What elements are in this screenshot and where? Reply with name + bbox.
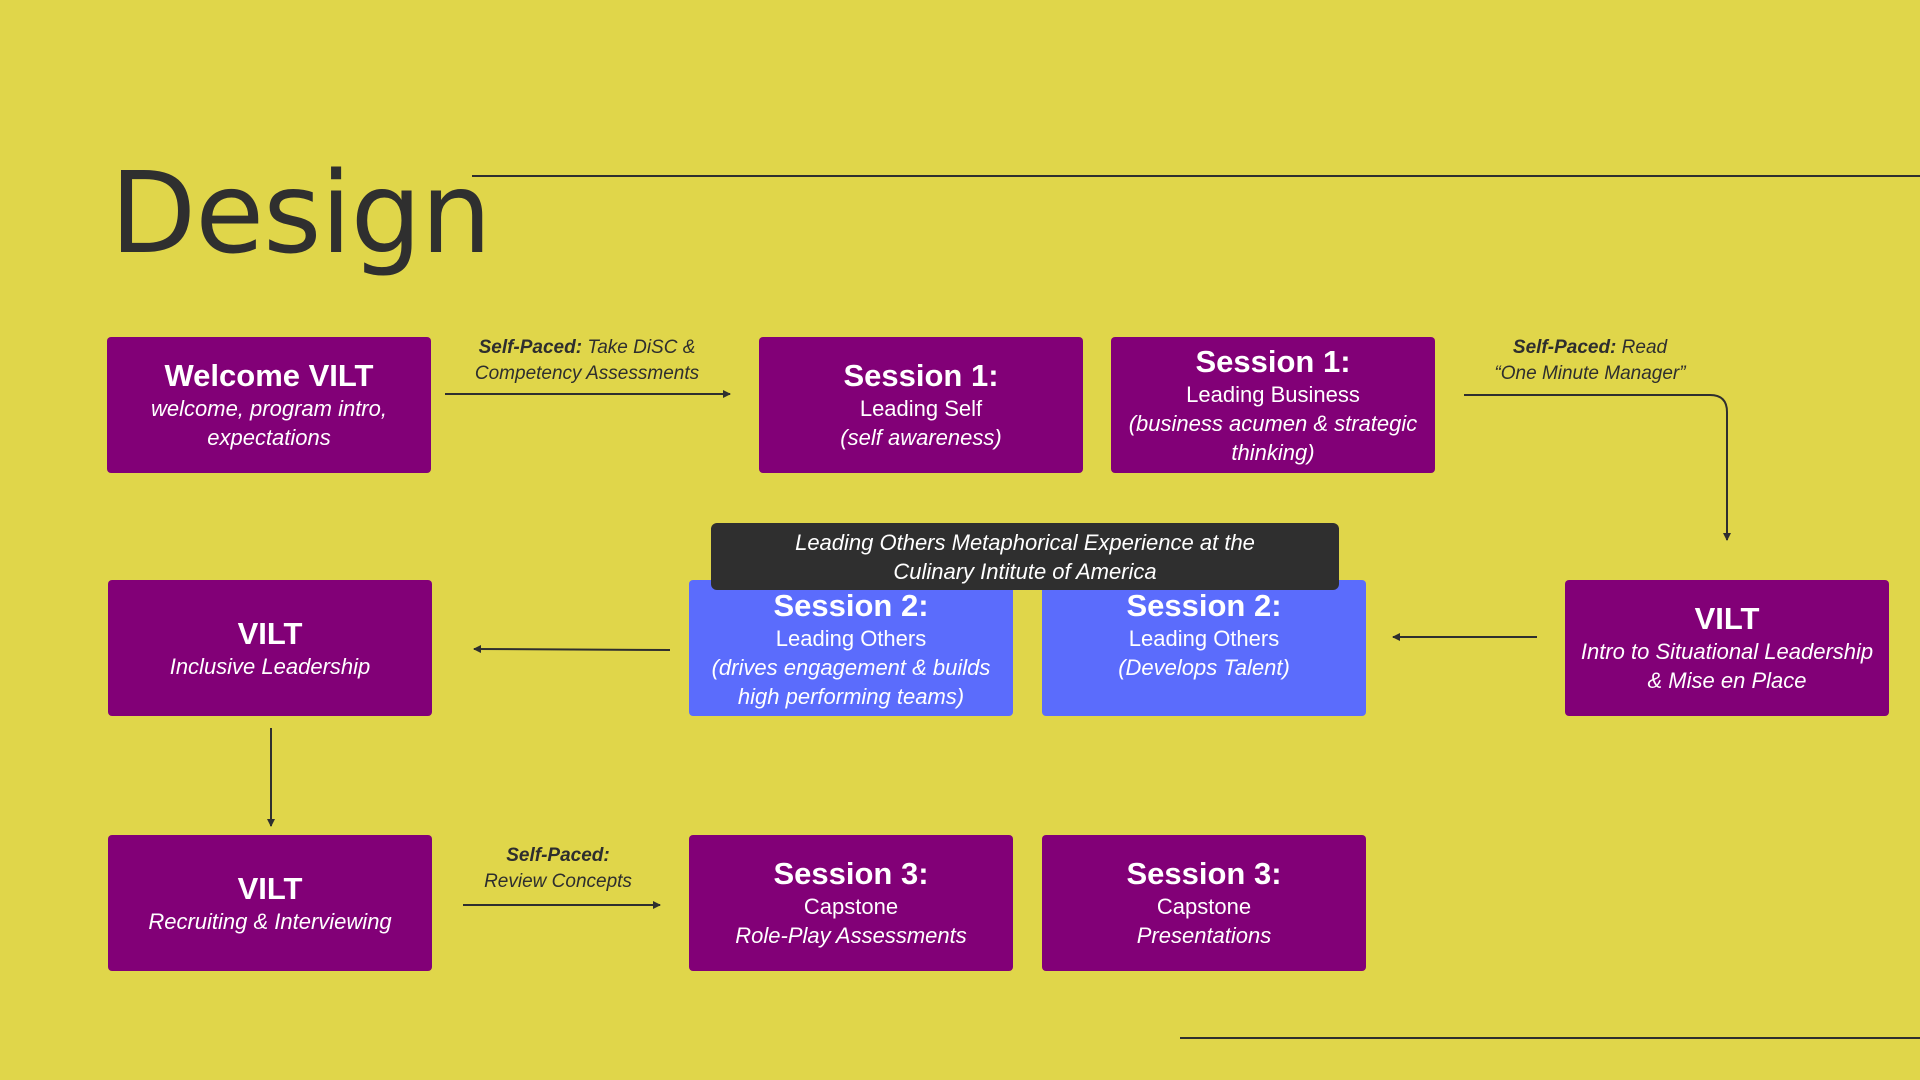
box-text: (Develops Talent) — [1118, 655, 1290, 680]
box-text: Presentations — [1136, 923, 1272, 948]
box-heading: Welcome VILT — [164, 358, 374, 393]
box-text: & Mise en Place — [1647, 668, 1807, 693]
box-heading: Session 1: — [1195, 343, 1351, 379]
box-text: Capstone — [1156, 894, 1252, 919]
arrow-session1-to-vilt-situational — [1464, 394, 1731, 541]
box-text: Inclusive Leadership — [169, 653, 371, 679]
box-text: high performing teams) — [737, 684, 965, 709]
box-text: Intro to Situational Leadership — [1580, 639, 1874, 664]
box-text: thinking) — [1231, 439, 1315, 465]
self-paced-disc-note: Self-Paced: Take DiSC & Competency Asses… — [452, 335, 722, 387]
welcome-vilt-box: Welcome VILT welcome, program intro, exp… — [107, 337, 431, 473]
box-heading: Session 2: — [773, 588, 929, 623]
box-heading: Session 1: — [843, 358, 999, 393]
note-text: Take DiSC & — [582, 337, 696, 358]
box-heading: Session 3: — [1126, 856, 1282, 891]
box-text: Leading Self — [859, 396, 983, 421]
box-text: (business acumen & strategic — [1128, 410, 1418, 436]
note-text: Competency Assessments — [474, 363, 700, 384]
note-label: Self-Paced: — [1512, 337, 1617, 358]
box-text: Leading Others — [1128, 626, 1280, 651]
box-text: Leading Others — [775, 626, 927, 651]
vilt-recruiting-box: VILT Recruiting & Interviewing — [108, 835, 432, 971]
box-text: welcome, program intro, — [151, 396, 387, 421]
culinary-experience-banner: Leading Others Metaphorical Experience a… — [711, 523, 1339, 590]
note-text: “One Minute Manager” — [1494, 363, 1686, 384]
page-title: Design — [110, 149, 492, 279]
self-paced-read-note: Self-Paced: Read “One Minute Manager” — [1455, 335, 1725, 387]
self-paced-review-note: Self-Paced: Review Concepts — [458, 843, 658, 895]
note-text: Review Concepts — [484, 871, 632, 892]
bottom-divider — [1180, 1037, 1920, 1039]
vilt-inclusive-leadership-box: VILT Inclusive Leadership — [108, 580, 432, 716]
vilt-situational-leadership-box: VILT Intro to Situational Leadership & M… — [1565, 580, 1889, 716]
session2-engagement-box: Session 2: Leading Others (drives engage… — [689, 580, 1013, 716]
top-divider — [472, 175, 1920, 177]
box-text: expectations — [207, 425, 331, 450]
box-heading: VILT — [1694, 601, 1760, 636]
box-heading: VILT — [237, 870, 303, 906]
box-heading: Session 3: — [773, 856, 929, 891]
banner-text: Leading Others Metaphorical Experience a… — [795, 529, 1255, 555]
note-text: Read — [1616, 337, 1668, 358]
box-text: Recruiting & Interviewing — [148, 908, 392, 934]
note-label: Self-Paced: — [478, 337, 583, 358]
box-text: Role-Play Assessments — [735, 923, 967, 948]
box-text: (self awareness) — [840, 425, 1002, 450]
box-heading: VILT — [237, 615, 303, 651]
note-label: Self-Paced: — [506, 845, 610, 866]
session1-leading-self-box: Session 1: Leading Self (self awareness) — [759, 337, 1083, 473]
box-heading: Session 2: — [1126, 588, 1282, 623]
arrow-session2-to-vilt-inclusive — [473, 645, 671, 654]
session3-presentations-box: Session 3: Capstone Presentations — [1042, 835, 1366, 971]
session3-roleplay-box: Session 3: Capstone Role-Play Assessment… — [689, 835, 1013, 971]
banner-text: Culinary Intitute of America — [893, 558, 1157, 584]
box-text: Capstone — [803, 894, 899, 919]
box-text: Leading Business — [1186, 381, 1360, 407]
box-text: (drives engagement & builds — [711, 655, 991, 680]
session2-develops-talent-box: Session 2: Leading Others (Develops Tale… — [1042, 580, 1366, 716]
session1-leading-business-box: Session 1: Leading Business (business ac… — [1111, 337, 1435, 473]
